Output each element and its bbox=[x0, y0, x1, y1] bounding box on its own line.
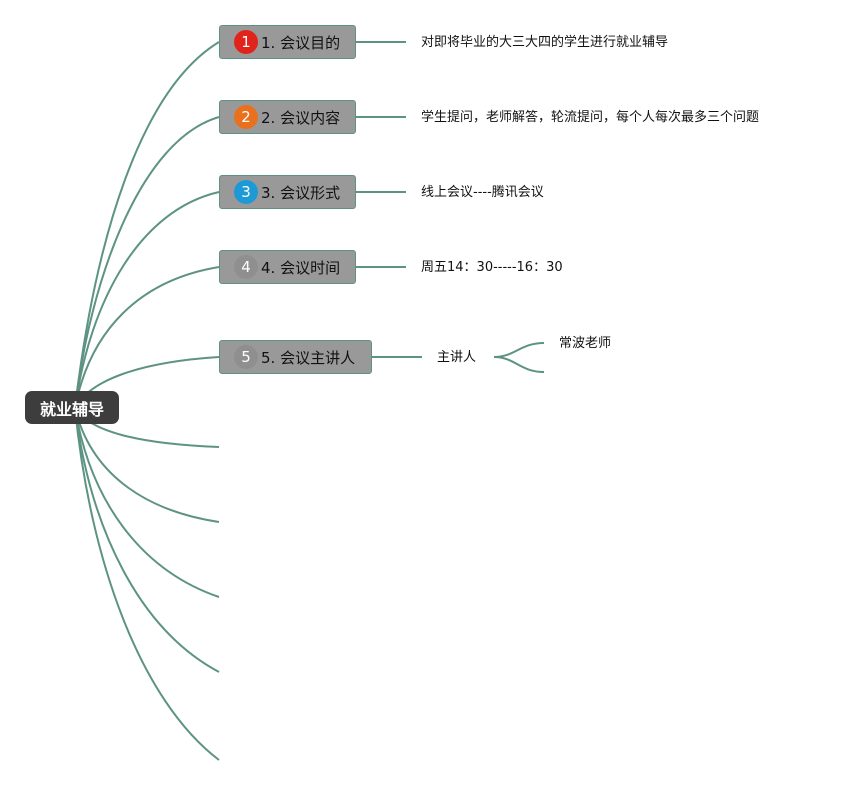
detail-topic-1[interactable]: 对即将毕业的大三大四的学生进行就业辅导 bbox=[421, 35, 669, 50]
root-topic[interactable]: 就业辅导 bbox=[25, 391, 119, 424]
child-topic-5-1[interactable]: 常波老师 bbox=[559, 336, 612, 351]
branch-topic-5-label: 5. 会议主讲人 bbox=[261, 348, 356, 367]
link-detail-5-child-1 bbox=[493, 342, 545, 358]
badge-number-3-icon: 3 bbox=[234, 180, 258, 204]
badge-number-2-icon: 2 bbox=[234, 105, 258, 129]
branch-topic-2-label: 2. 会议内容 bbox=[261, 108, 341, 127]
branch-topic-5[interactable]: 5 5. 会议主讲人 bbox=[219, 340, 372, 374]
link-root-branch-2 bbox=[74, 116, 220, 409]
branch-topic-4-label: 4. 会议时间 bbox=[261, 258, 341, 277]
branch-topic-2[interactable]: 2 2. 会议内容 bbox=[219, 100, 356, 134]
link-root-empty-3 bbox=[74, 407, 220, 598]
detail-topic-2[interactable]: 学生提问，老师解答，轮流提问，每个人每次最多三个问题 bbox=[421, 110, 760, 125]
branch-topic-4[interactable]: 4 4. 会议时间 bbox=[219, 250, 356, 284]
detail-topic-3[interactable]: 线上会议----腾讯会议 bbox=[421, 185, 544, 200]
branch-topic-3-label: 3. 会议形式 bbox=[261, 183, 341, 202]
badge-number-1-icon: 1 bbox=[234, 30, 258, 54]
link-root-empty-4 bbox=[74, 407, 220, 673]
branch-topic-3[interactable]: 3 3. 会议形式 bbox=[219, 175, 356, 209]
link-detail-5-child-2 bbox=[493, 356, 545, 373]
link-root-empty-5 bbox=[74, 407, 220, 761]
detail-topic-5[interactable]: 主讲人 bbox=[437, 350, 477, 365]
badge-number-5-icon: 5 bbox=[234, 345, 258, 369]
link-root-branch-4 bbox=[74, 266, 220, 409]
root-topic-label: 就业辅导 bbox=[39, 399, 104, 419]
badge-number-4-icon: 4 bbox=[234, 255, 258, 279]
link-root-empty-2 bbox=[74, 407, 220, 523]
link-root-branch-3 bbox=[74, 191, 220, 409]
branch-topic-1-label: 1. 会议目的 bbox=[261, 33, 341, 52]
branch-topic-1[interactable]: 1 1. 会议目的 bbox=[219, 25, 356, 59]
detail-topic-4[interactable]: 周五14：30-----16：30 bbox=[421, 260, 563, 275]
link-root-branch-1 bbox=[74, 41, 220, 409]
